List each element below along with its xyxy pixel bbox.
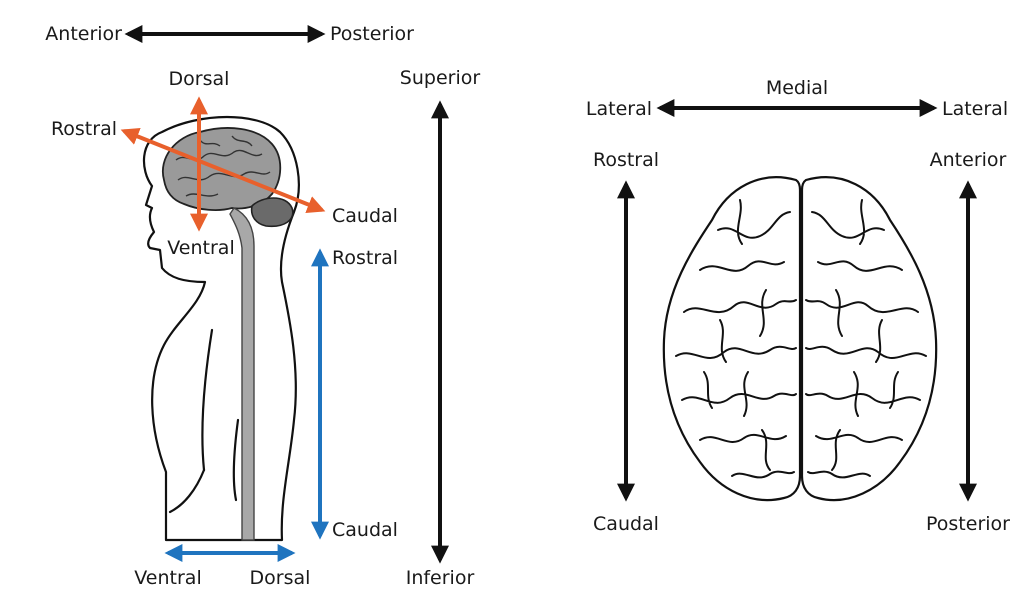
label-ventral-body: Ventral — [134, 567, 201, 589]
label-anterior-top: Anterior — [45, 23, 122, 45]
label-inferior: Inferior — [406, 567, 475, 589]
label-superior: Superior — [400, 67, 481, 89]
human-figure — [142, 115, 300, 542]
right-hemisphere — [800, 176, 938, 502]
label-medial: Medial — [766, 77, 828, 99]
label-anterior-brain: Anterior — [930, 149, 1007, 171]
label-caudal-head: Caudal — [332, 205, 398, 227]
right-gyri — [805, 199, 927, 479]
label-lateral-right: Lateral — [942, 98, 1008, 120]
spinal-cord — [229, 207, 255, 541]
back-line — [232, 418, 240, 502]
brain-top-view — [662, 176, 938, 502]
label-posterior-top: Posterior — [330, 23, 414, 45]
arm-lower-line — [168, 468, 206, 514]
label-dorsal-head: Dorsal — [169, 68, 230, 90]
label-ventral-head: Ventral — [167, 237, 234, 259]
label-rostral-spine: Rostral — [332, 247, 398, 269]
label-rostral-head: Rostral — [51, 118, 117, 140]
label-lateral-left: Lateral — [586, 98, 652, 120]
left-gyri — [675, 199, 797, 479]
label-dorsal-body: Dorsal — [250, 567, 311, 589]
label-caudal-spine: Caudal — [332, 519, 398, 541]
label-rostral-brain: Rostral — [593, 149, 659, 171]
left-hemisphere — [662, 176, 802, 502]
label-caudal-brain: Caudal — [593, 513, 659, 535]
cerebellum — [250, 197, 294, 228]
label-posterior-brain: Posterior — [926, 513, 1010, 535]
rostral-caudal-head-arrow — [120, 127, 326, 214]
arm-line — [201, 328, 214, 472]
